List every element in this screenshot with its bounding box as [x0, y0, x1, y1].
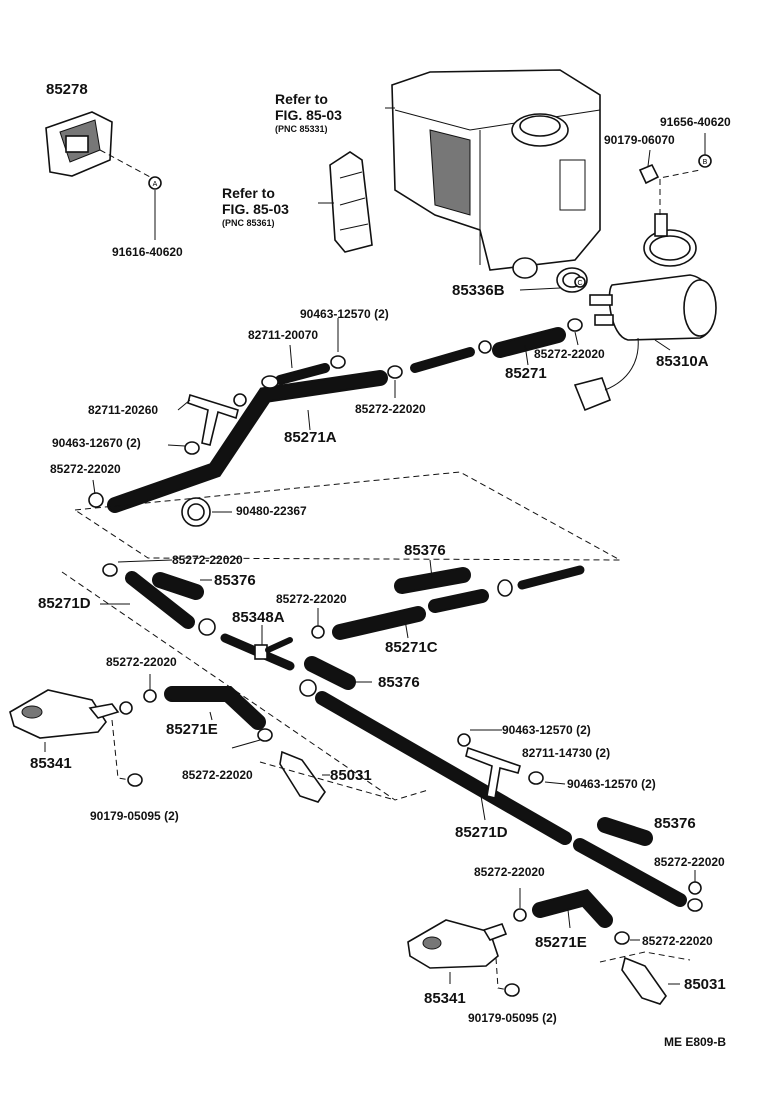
label-85341-b: 85341 [424, 990, 466, 1007]
label-90463-12670: 90463-12670 (2) [52, 436, 141, 450]
hose-85376-extra [428, 589, 489, 613]
label-90463-12570-top: 90463-12570 (2) [300, 307, 389, 321]
label-85376-c: 85376 [378, 674, 420, 691]
bolt-90179-05095-b [504, 983, 520, 997]
label-85271A: 85271A [284, 429, 337, 446]
label-refer1-a: Refer to [275, 91, 328, 107]
hose-85376-a [152, 572, 204, 600]
marker-a1 [148, 176, 162, 190]
clamp-upper [88, 318, 583, 508]
hose-85271E-right [532, 889, 613, 928]
label-refer1-b: FIG. 85-03 [275, 107, 342, 123]
washer-tank [391, 69, 601, 279]
label-85348A: 85348A [232, 609, 285, 626]
label-85310A: 85310A [656, 353, 709, 370]
label-diagram-code: ME E809-B [664, 1035, 727, 1049]
bolt-90179-05095-a [127, 773, 143, 787]
label-85271E-a: 85271E [166, 721, 218, 738]
label-85278: 85278 [46, 81, 88, 98]
label-85272-22020-h: 85272-22020 [654, 855, 725, 869]
hose-85271 [492, 327, 566, 358]
label-85271: 85271 [505, 365, 547, 382]
label-85376-b: 85376 [214, 572, 256, 589]
label-91656-40620: 91656-40620 [660, 115, 731, 129]
label-85272-22020-f: 85272-22020 [106, 655, 177, 669]
check-valve-85031-left [279, 750, 326, 803]
connector-right [517, 565, 585, 590]
tank-bracket-85361 [329, 151, 373, 253]
washer-pump-85310A [573, 274, 717, 412]
nozzle-85341-left [9, 689, 133, 739]
label-91616-40620: 91616-40620 [112, 245, 183, 259]
bracket-85278 [45, 111, 113, 177]
label-85272-22020-e: 85272-22020 [276, 592, 347, 606]
hose-85376-c [304, 656, 356, 690]
grommet-90480-22367 [181, 497, 211, 527]
pump-clamp [643, 213, 697, 267]
label-90179-05095-b: 90179-05095 (2) [468, 1011, 557, 1025]
label-85271E-b: 85271E [535, 934, 587, 951]
label-90179-05095-a: 90179-05095 (2) [90, 809, 179, 823]
label-refer2-b: FIG. 85-03 [222, 201, 289, 217]
connector-85348A [220, 633, 295, 671]
label-85271C: 85271C [385, 639, 438, 656]
label-90480-22367: 90480-22367 [236, 504, 307, 518]
check-valve-85031-right [621, 956, 667, 1005]
marker-b1-text: B [703, 159, 708, 166]
bolt-90179-06070 [638, 163, 660, 185]
joint-82711-20260 [187, 393, 239, 446]
label-85272-22020-j: 85272-22020 [642, 934, 713, 948]
hose-85376-b [394, 567, 471, 594]
joint-82711-14730 [465, 746, 521, 799]
hose-85271E-left [164, 686, 266, 730]
label-85336B: 85336B [452, 282, 505, 299]
marker-c1-text: C [577, 280, 582, 287]
hose-85376-d [597, 817, 653, 846]
hose-85271A [107, 370, 388, 513]
label-refer2-c: (PNC 85361) [222, 218, 275, 228]
label-90463-12570-low: 90463-12570 (2) [567, 777, 656, 791]
hose-85271D-upper [125, 571, 195, 629]
label-85272-22020-c: 85272-22020 [50, 462, 121, 476]
hose-85271D-long [315, 691, 687, 907]
label-85272-22020-d: 85272-22020 [172, 553, 243, 567]
label-refer2-a: Refer to [222, 185, 275, 201]
connector-upper [410, 347, 475, 373]
label-85271D-left: 85271D [38, 595, 91, 612]
label-82711-14730: 82711-14730 (2) [522, 746, 611, 760]
label-90463-12570-mid: 90463-12570 (2) [502, 723, 591, 737]
joint-82711-20070 [275, 363, 330, 385]
label-85376-a: 85376 [404, 542, 446, 559]
label-85271D-mid: 85271D [455, 824, 508, 841]
label-82711-20070: 82711-20070 [248, 328, 319, 342]
label-85031-a: 85031 [330, 767, 372, 784]
label-refer1-c: (PNC 85331) [275, 124, 328, 134]
hose-85271C [332, 606, 426, 640]
label-85272-22020-b: 85272-22020 [355, 402, 426, 416]
label-82711-20260: 82711-20260 [88, 403, 159, 417]
label-85376-d: 85376 [654, 815, 696, 832]
marker-a1-text: A [153, 181, 158, 188]
label-85272-22020-i: 85272-22020 [474, 865, 545, 879]
label-85341-a: 85341 [30, 755, 72, 772]
label-90179-06070: 90179-06070 [604, 133, 675, 147]
label-85031-b: 85031 [684, 976, 726, 993]
nozzle-85341-right [407, 919, 508, 969]
label-85272-22020-a: 85272-22020 [534, 347, 605, 361]
label-85272-22020-g: 85272-22020 [182, 768, 253, 782]
